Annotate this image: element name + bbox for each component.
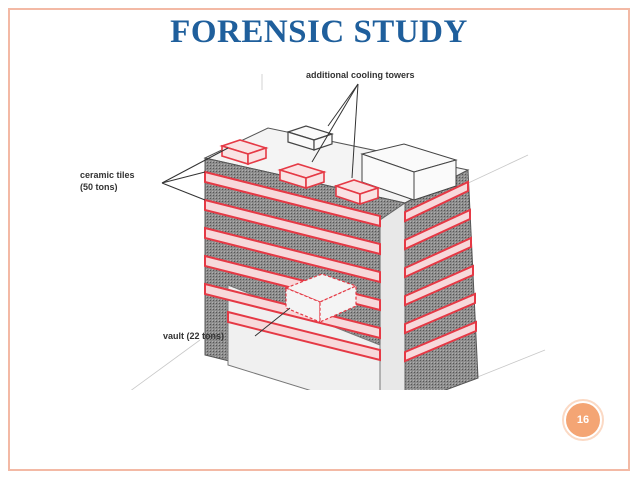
leader-lines (161, 83, 359, 337)
cooling-tower-3 (277, 163, 327, 190)
cooling-tower-1 (219, 139, 269, 166)
label-ceramic-tiles: ceramic tiles (80, 170, 135, 180)
page-number-badge: 16 (566, 403, 600, 437)
label-cooling-towers: additional cooling towers (306, 70, 415, 80)
cooling-tower-4 (333, 179, 381, 206)
slide-title: FORENSIC STUDY (170, 14, 468, 50)
ceramic-tile-bands-side (404, 180, 477, 363)
cooling-tower-2 (286, 125, 334, 151)
rooftop-unit (360, 143, 458, 201)
building-diagram: additional cooling towers ceramic tiles … (80, 70, 546, 390)
corner-column (379, 202, 406, 390)
label-vault: vault (22 tons) (163, 331, 224, 341)
page-badge-ring (562, 399, 604, 441)
vault-outline (284, 273, 358, 323)
label-ceramic-tiles-weight: (50 tons) (80, 182, 118, 192)
